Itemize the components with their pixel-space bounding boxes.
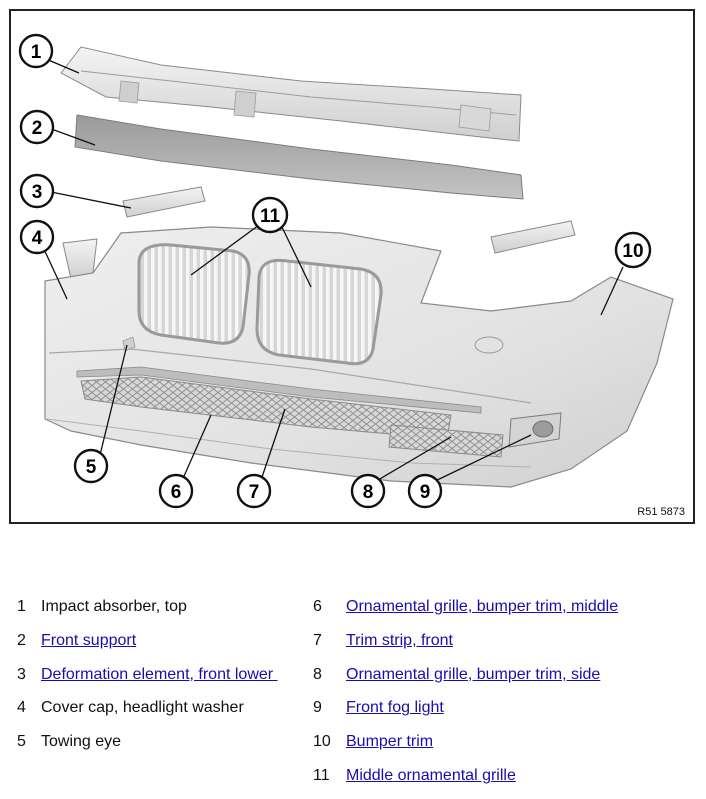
legend-number: 7 bbox=[313, 631, 322, 649]
callout-3: 3 bbox=[19, 173, 55, 209]
svg-text:5: 5 bbox=[86, 457, 97, 478]
link-deformation-element-front-lower[interactable]: Deformation element, front lower bbox=[41, 665, 278, 683]
legend-number: 10 bbox=[313, 733, 331, 751]
front-fog-light bbox=[508, 412, 562, 448]
middle-ornamental-grille bbox=[137, 243, 383, 366]
legend-item: 10 Bumper trim bbox=[313, 731, 618, 765]
callout-6: 6 bbox=[158, 473, 194, 509]
link-front-fog-light[interactable]: Front fog light bbox=[346, 699, 444, 717]
callout-1: 1 bbox=[18, 33, 54, 69]
impact-absorber-top bbox=[60, 46, 522, 142]
legend-number: 5 bbox=[17, 733, 26, 751]
callout-8: 8 bbox=[350, 473, 386, 509]
svg-text:10: 10 bbox=[622, 241, 643, 262]
callout-5: 5 bbox=[73, 448, 109, 484]
parts-legend-right: 6 Ornamental grille, bumper trim, middle… bbox=[313, 596, 618, 799]
legend-label-cover-cap: Cover cap, headlight washer bbox=[41, 699, 244, 717]
legend-label-impact-absorber-top: Impact absorber, top bbox=[41, 598, 187, 615]
svg-text:4: 4 bbox=[32, 228, 43, 249]
legend-item: 1 Impact absorber, top bbox=[17, 596, 278, 630]
svg-text:6: 6 bbox=[171, 482, 182, 503]
legend-number: 3 bbox=[17, 665, 26, 683]
link-ornamental-grille-side[interactable]: Ornamental grille, bumper trim, side bbox=[346, 665, 601, 683]
leader-lines bbox=[42, 58, 624, 484]
legend-number: 9 bbox=[313, 699, 322, 717]
ornamental-grille-side bbox=[388, 424, 504, 458]
legend-number: 4 bbox=[17, 699, 26, 717]
svg-text:3: 3 bbox=[32, 182, 43, 203]
legend-item: 11 Middle ornamental grille bbox=[313, 765, 618, 799]
parts-legend-left: 1 Impact absorber, top 2 Front support 3… bbox=[17, 596, 278, 765]
deformation-element-right bbox=[490, 220, 576, 254]
svg-text:8: 8 bbox=[363, 482, 374, 503]
legend-number: 6 bbox=[313, 598, 322, 615]
link-middle-ornamental-grille[interactable]: Middle ornamental grille bbox=[346, 766, 516, 784]
link-front-support[interactable]: Front support bbox=[41, 631, 137, 649]
svg-text:7: 7 bbox=[249, 482, 260, 503]
callout-9: 9 bbox=[407, 473, 443, 509]
callout-4: 4 bbox=[19, 219, 55, 255]
legend-label-towing-eye: Towing eye bbox=[41, 733, 122, 751]
exploded-parts-diagram: 1 2 3 4 5 6 7 8 9 10 11 R51 5873 bbox=[9, 9, 695, 524]
bumper-illustration: 1 2 3 4 5 6 7 8 9 10 11 bbox=[18, 33, 674, 509]
callout-11: 11 bbox=[251, 196, 289, 234]
legend-item: 9 Front fog light bbox=[313, 697, 618, 731]
legend-number: 8 bbox=[313, 665, 322, 683]
legend-item: 3 Deformation element, front lower bbox=[17, 664, 278, 698]
legend-item: 4 Cover cap, headlight washer bbox=[17, 697, 278, 731]
legend-number: 1 bbox=[17, 598, 26, 615]
legend-number: 2 bbox=[17, 631, 26, 649]
reference-code: R51 5873 bbox=[637, 506, 685, 518]
legend-item: 6 Ornamental grille, bumper trim, middle bbox=[313, 596, 618, 630]
link-ornamental-grille-middle[interactable]: Ornamental grille, bumper trim, middle bbox=[346, 598, 619, 615]
svg-text:1: 1 bbox=[31, 42, 42, 63]
svg-text:2: 2 bbox=[32, 118, 43, 139]
callout-2: 2 bbox=[19, 109, 55, 145]
legend-item: 7 Trim strip, front bbox=[313, 630, 618, 664]
legend-item: 8 Ornamental grille, bumper trim, side bbox=[313, 664, 618, 698]
svg-text:9: 9 bbox=[420, 482, 431, 503]
deformation-element-left bbox=[122, 186, 206, 218]
legend-number: 11 bbox=[313, 766, 330, 784]
legend-item: 5 Towing eye bbox=[17, 731, 278, 765]
legend-item: 2 Front support bbox=[17, 630, 278, 664]
callout-10: 10 bbox=[614, 231, 652, 269]
trim-strip-front bbox=[76, 366, 482, 414]
link-bumper-trim[interactable]: Bumper trim bbox=[346, 733, 434, 751]
callout-7: 7 bbox=[236, 473, 272, 509]
link-trim-strip-front[interactable]: Trim strip, front bbox=[346, 631, 453, 649]
front-support bbox=[74, 114, 524, 200]
svg-text:11: 11 bbox=[260, 206, 281, 227]
callout-markers: 1 2 3 4 5 6 7 8 9 10 11 bbox=[18, 33, 652, 509]
